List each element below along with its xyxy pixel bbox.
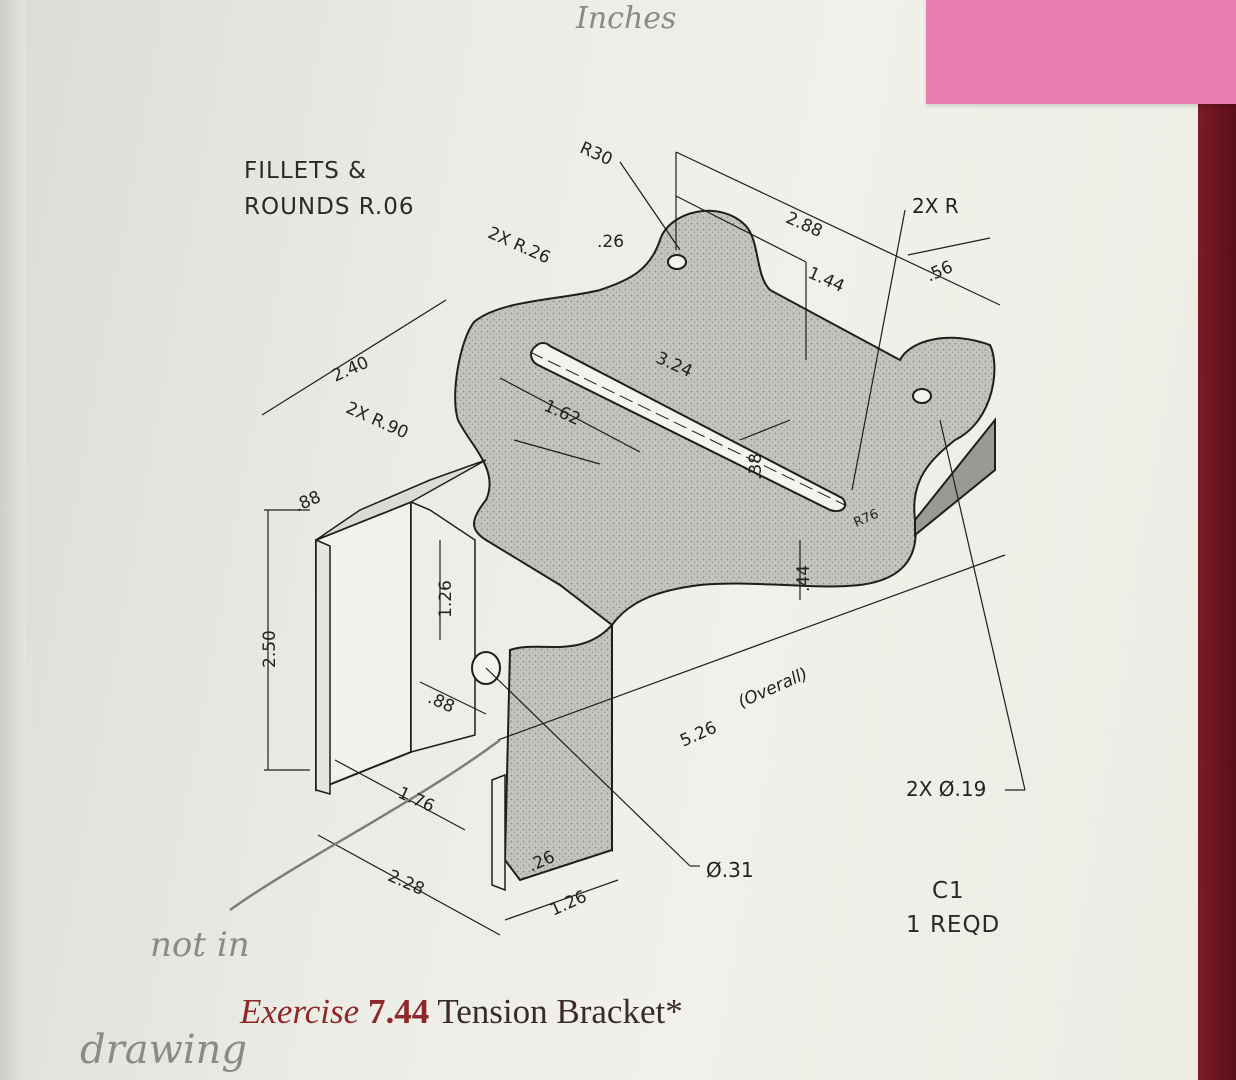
- dim-38: .38: [746, 452, 766, 480]
- dim-126-vert: 1.26: [436, 580, 456, 618]
- caption-number: 7.44: [367, 992, 430, 1031]
- dim-2xr: 2X R: [912, 194, 959, 218]
- sticky-note: [926, 0, 1236, 104]
- bracket-lower-leg: [503, 622, 613, 882]
- handwritten-note-line1: not in: [150, 925, 250, 965]
- book-edge: [1198, 0, 1236, 1080]
- left-web: [410, 500, 476, 753]
- dim-26-top: .26: [597, 232, 625, 252]
- caption-exercise: Exercise: [240, 992, 360, 1031]
- hole-top-boss: [667, 254, 687, 270]
- caption-title: Tension Bracket*: [437, 992, 683, 1031]
- bottom-plate: [491, 773, 506, 892]
- dim-250: 2.50: [260, 630, 280, 668]
- top-flange: [315, 459, 487, 541]
- left-plate-edge: [315, 538, 331, 795]
- dim-44: .44: [794, 564, 814, 592]
- page-left-margin: [0, 0, 26, 1080]
- figure-caption: Exercise 7.44 Tension Bracket*: [240, 992, 683, 1032]
- dim-hole-19: 2X Ø.19: [906, 777, 987, 801]
- dim-hole-31: Ø.31: [706, 858, 754, 882]
- bracket-right-face: [914, 417, 996, 538]
- quantity-note: 1 REQD: [906, 912, 1001, 938]
- fillets-note-line1: FILLETS &: [244, 158, 368, 184]
- slot: [530, 342, 847, 512]
- bracket-top-face: [454, 209, 996, 627]
- pencil-stroke: [229, 738, 501, 912]
- hole-right-boss: [912, 388, 932, 404]
- fillets-note-line2: ROUNDS R.06: [244, 194, 415, 220]
- handwritten-note-line2: drawing: [80, 1027, 247, 1073]
- part-code: C1: [932, 878, 965, 904]
- handwritten-units: Inches: [576, 1, 677, 36]
